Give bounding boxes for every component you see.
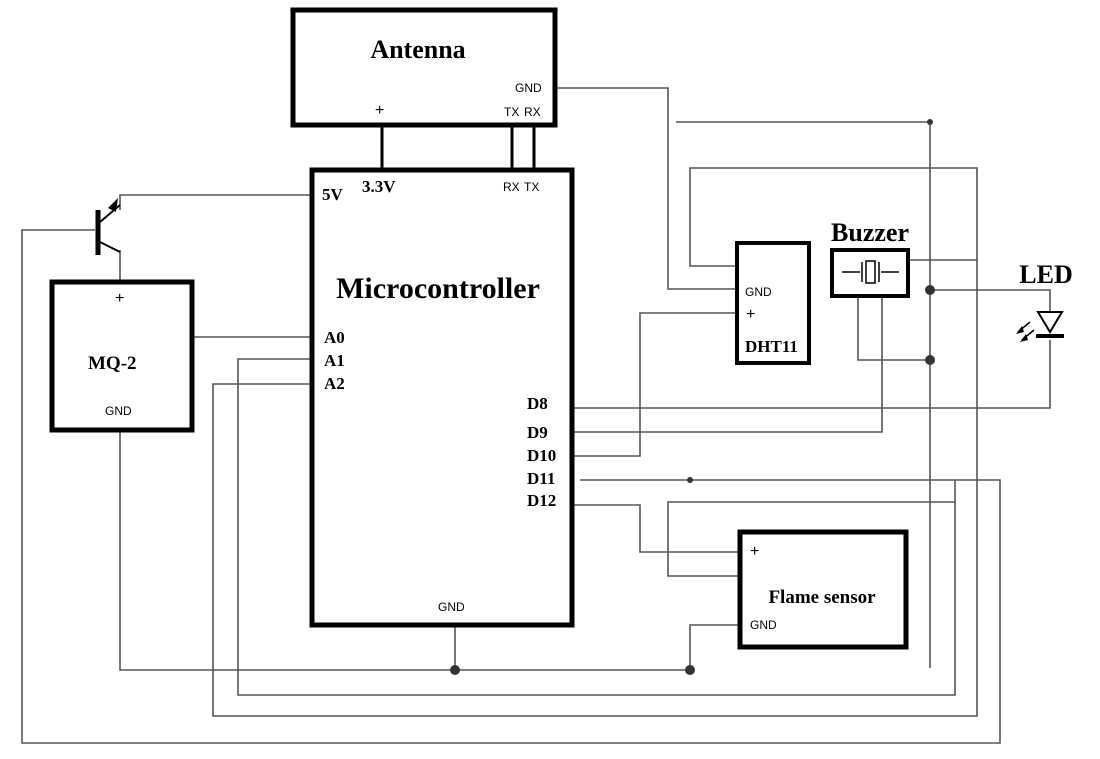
mcu-pin-d10: D10 <box>527 446 556 465</box>
led-title: LED <box>1019 260 1072 289</box>
led-module: LED <box>1016 260 1073 342</box>
wire-d8 <box>572 340 1051 409</box>
microcontroller-title: Microcontroller <box>336 272 540 305</box>
wire-dht-top <box>212 167 978 717</box>
mcu-pin-a2: A2 <box>324 374 345 393</box>
wire-left-loop <box>21 229 1001 744</box>
mcu-gnd-label: GND <box>438 600 465 614</box>
junctions <box>450 119 935 675</box>
mcu-pin-a1: A1 <box>324 351 345 370</box>
wire-d12 <box>572 504 740 553</box>
flame-title: Flame sensor <box>768 587 876 608</box>
junction-dot <box>687 477 693 483</box>
mcu-pin-d11: D11 <box>527 469 555 488</box>
junction-dot <box>927 119 933 125</box>
antenna-tx-label: TX <box>504 105 519 119</box>
mcu-33v-label: 3.3V <box>362 177 396 196</box>
mq2-sensor: + MQ-2 GND <box>49 279 195 433</box>
wire-flame-mid <box>667 501 955 577</box>
wire-5v <box>119 194 310 210</box>
antenna-module: Antenna GND + TX RX <box>290 7 558 170</box>
buzzer-module: Buzzer <box>830 218 910 298</box>
antenna-box <box>290 7 558 128</box>
mcu-rx-label: RX <box>503 180 520 194</box>
mq2-box <box>49 279 195 433</box>
wire-buzzer-gnd <box>857 296 930 361</box>
wire-d10 <box>572 312 737 457</box>
microcontroller-module: 5V 3.3V RX TX Microcontroller A0 A1 A2 D… <box>309 167 575 628</box>
junction-dot <box>925 355 935 365</box>
junction-dot <box>685 665 695 675</box>
junction-dot <box>925 285 935 295</box>
mcu-5v-label: 5V <box>322 185 344 204</box>
antenna-rx-label: RX <box>524 105 541 119</box>
wire-led-gnd <box>930 289 1051 312</box>
mcu-pin-a0: A0 <box>324 328 345 347</box>
wire-antenna-gnd <box>556 87 737 290</box>
antenna-title: Antenna <box>370 35 465 64</box>
flame-sensor: + Flame sensor GND <box>737 529 909 650</box>
mq2-plus-label: + <box>115 290 124 307</box>
mcu-tx-label: TX <box>524 180 539 194</box>
mq2-gnd-label: GND <box>105 404 132 418</box>
dht11-sensor: GND + DHT11 <box>735 241 811 365</box>
flame-gnd-label: GND <box>750 618 777 632</box>
transistor-symbol <box>95 198 121 255</box>
buzzer-icon <box>842 260 899 284</box>
dht11-title: DHT11 <box>745 337 798 356</box>
dht11-gnd-label: GND <box>745 285 772 299</box>
dht11-plus-label: + <box>746 306 755 323</box>
flame-plus-label: + <box>750 543 759 560</box>
antenna-plus-label: + <box>375 102 384 119</box>
mq2-title: MQ-2 <box>88 353 137 374</box>
wire-a1 <box>237 358 956 696</box>
led-diode-icon <box>1016 311 1064 342</box>
microcontroller-box <box>309 167 575 628</box>
junction-dot <box>450 665 460 675</box>
antenna-gnd-label: GND <box>515 81 542 95</box>
flame-box <box>737 529 909 650</box>
mcu-pin-d9: D9 <box>527 423 548 442</box>
dht11-box <box>735 241 811 365</box>
wire-d9 <box>572 296 883 433</box>
buzzer-title: Buzzer <box>831 218 909 247</box>
mcu-pin-d8: D8 <box>527 394 548 413</box>
mcu-pin-d12: D12 <box>527 491 556 510</box>
